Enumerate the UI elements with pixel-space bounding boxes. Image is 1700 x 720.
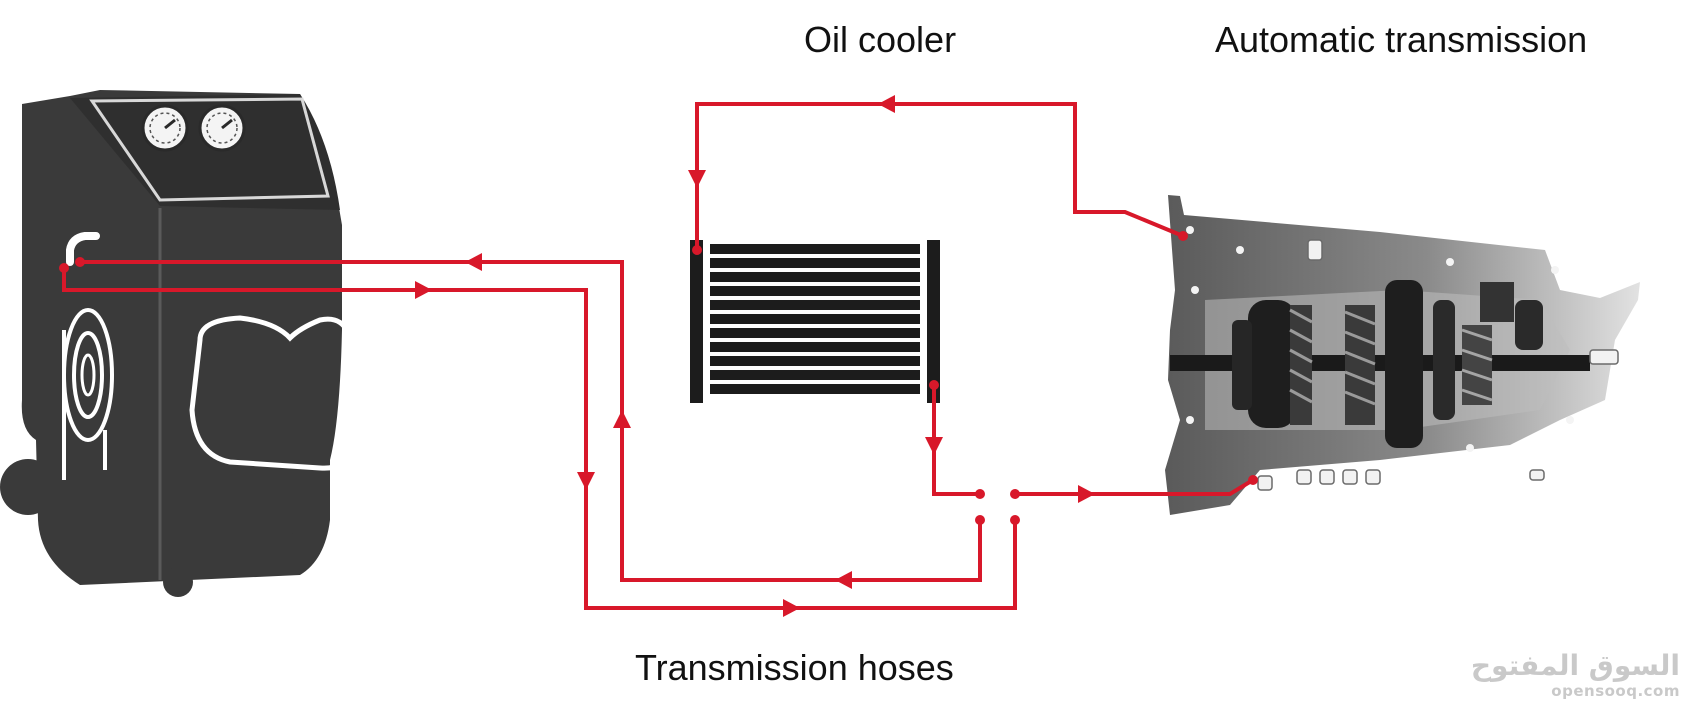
- transmission-hoses-label: Transmission hoses: [635, 647, 954, 688]
- gear-icon: [1289, 305, 1313, 425]
- gear-icon: [1433, 300, 1455, 420]
- arrow-down-icon: [577, 472, 595, 490]
- arrow-right-icon: [415, 281, 432, 299]
- hose-return-line: [80, 260, 982, 582]
- arrow-right-icon: [1078, 485, 1095, 503]
- gear-icon: [1232, 300, 1296, 428]
- machine-top-panel: [70, 94, 340, 210]
- automatic-transmission-label: Automatic transmission: [1215, 19, 1588, 60]
- wheel-icon: [0, 459, 56, 515]
- fluid-exchange-machine: [0, 90, 353, 597]
- arrow-left-icon: [835, 571, 852, 589]
- gauge-icon: [198, 104, 246, 152]
- arrow-right-icon: [783, 599, 800, 617]
- watermark-arabic: السوق المفتوح: [1470, 649, 1680, 683]
- gear-icon: [1480, 282, 1543, 350]
- gear-icon: [1461, 325, 1493, 405]
- gauge-icon: [141, 104, 189, 152]
- valve-body: [1257, 239, 1619, 491]
- machine-top-outline: [89, 97, 330, 202]
- arrow-down-icon: [688, 170, 706, 188]
- hose-cooler-inlet: [695, 102, 1184, 250]
- cooler-fins: [710, 244, 920, 394]
- bolt-dots: [1186, 226, 1574, 452]
- machine-tank-window: [189, 315, 353, 471]
- machine-body: [21, 90, 343, 585]
- arrow-left-icon: [878, 95, 895, 113]
- flow-arrows: [415, 95, 1095, 617]
- wheel-icon: [163, 567, 193, 597]
- gear-icon: [1344, 305, 1376, 425]
- arrow-up-icon: [613, 410, 631, 428]
- gear-icon: [1385, 280, 1423, 448]
- watermark-latin: opensooq.com: [1551, 682, 1680, 700]
- oil-cooler-icon: [690, 240, 940, 403]
- hose-junction-dots: [59, 231, 1258, 525]
- arrow-down-icon: [925, 437, 943, 455]
- watermark: السوق المفتوح opensooq.com: [1470, 649, 1680, 700]
- automatic-transmission-icon: [1165, 195, 1640, 515]
- hose-reel-icon: [62, 308, 114, 480]
- arrow-left-icon: [465, 253, 482, 271]
- oil-cooler-label: Oil cooler: [804, 19, 957, 60]
- hose-cooler-outlet: [932, 385, 980, 496]
- wheel-icon: [285, 532, 311, 558]
- hose-supply-line: [62, 268, 1017, 610]
- hose-fitting-icon: [66, 232, 100, 266]
